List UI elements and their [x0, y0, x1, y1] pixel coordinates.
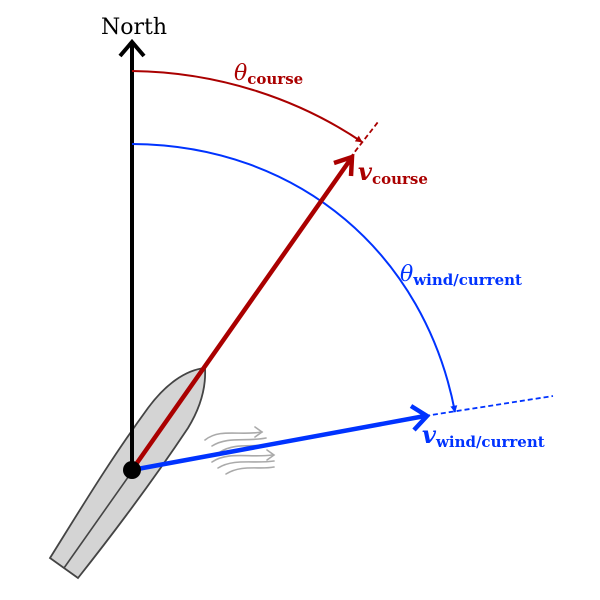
course-vector [130, 153, 355, 472]
wind-vector-shaft [131, 413, 426, 473]
theta-wind-label: θwind/current [400, 262, 522, 289]
course-angle-arc [131, 70, 363, 143]
wind-mark-6 [225, 466, 275, 475]
course-vector-arrowhead [333, 153, 355, 177]
wind-mark-2 [211, 437, 267, 447]
v-course-label: vcourse [358, 157, 428, 188]
wind-vector-arrowhead [409, 404, 431, 432]
wind-mark-4 [211, 454, 273, 463]
wind-dashed-extension [424, 395, 554, 417]
north-label: North [101, 15, 167, 40]
v-wind-label: vwind/current [422, 420, 545, 451]
wind-mark-5 [217, 460, 275, 469]
wind-mark-arrow-2 [266, 449, 276, 461]
origin-point [123, 461, 141, 479]
wind-vector [131, 404, 431, 473]
wind-angle-arc [131, 143, 458, 413]
course-dashed-extension [349, 121, 379, 159]
north-vector [118, 38, 146, 470]
wind-mark-arrow-1 [254, 426, 264, 438]
wind-mark-1 [204, 431, 263, 441]
theta-course-label: θcourse [234, 61, 303, 88]
course-vector-shaft [130, 158, 352, 472]
north-arrowhead [118, 38, 146, 58]
wind-marks [204, 426, 276, 475]
